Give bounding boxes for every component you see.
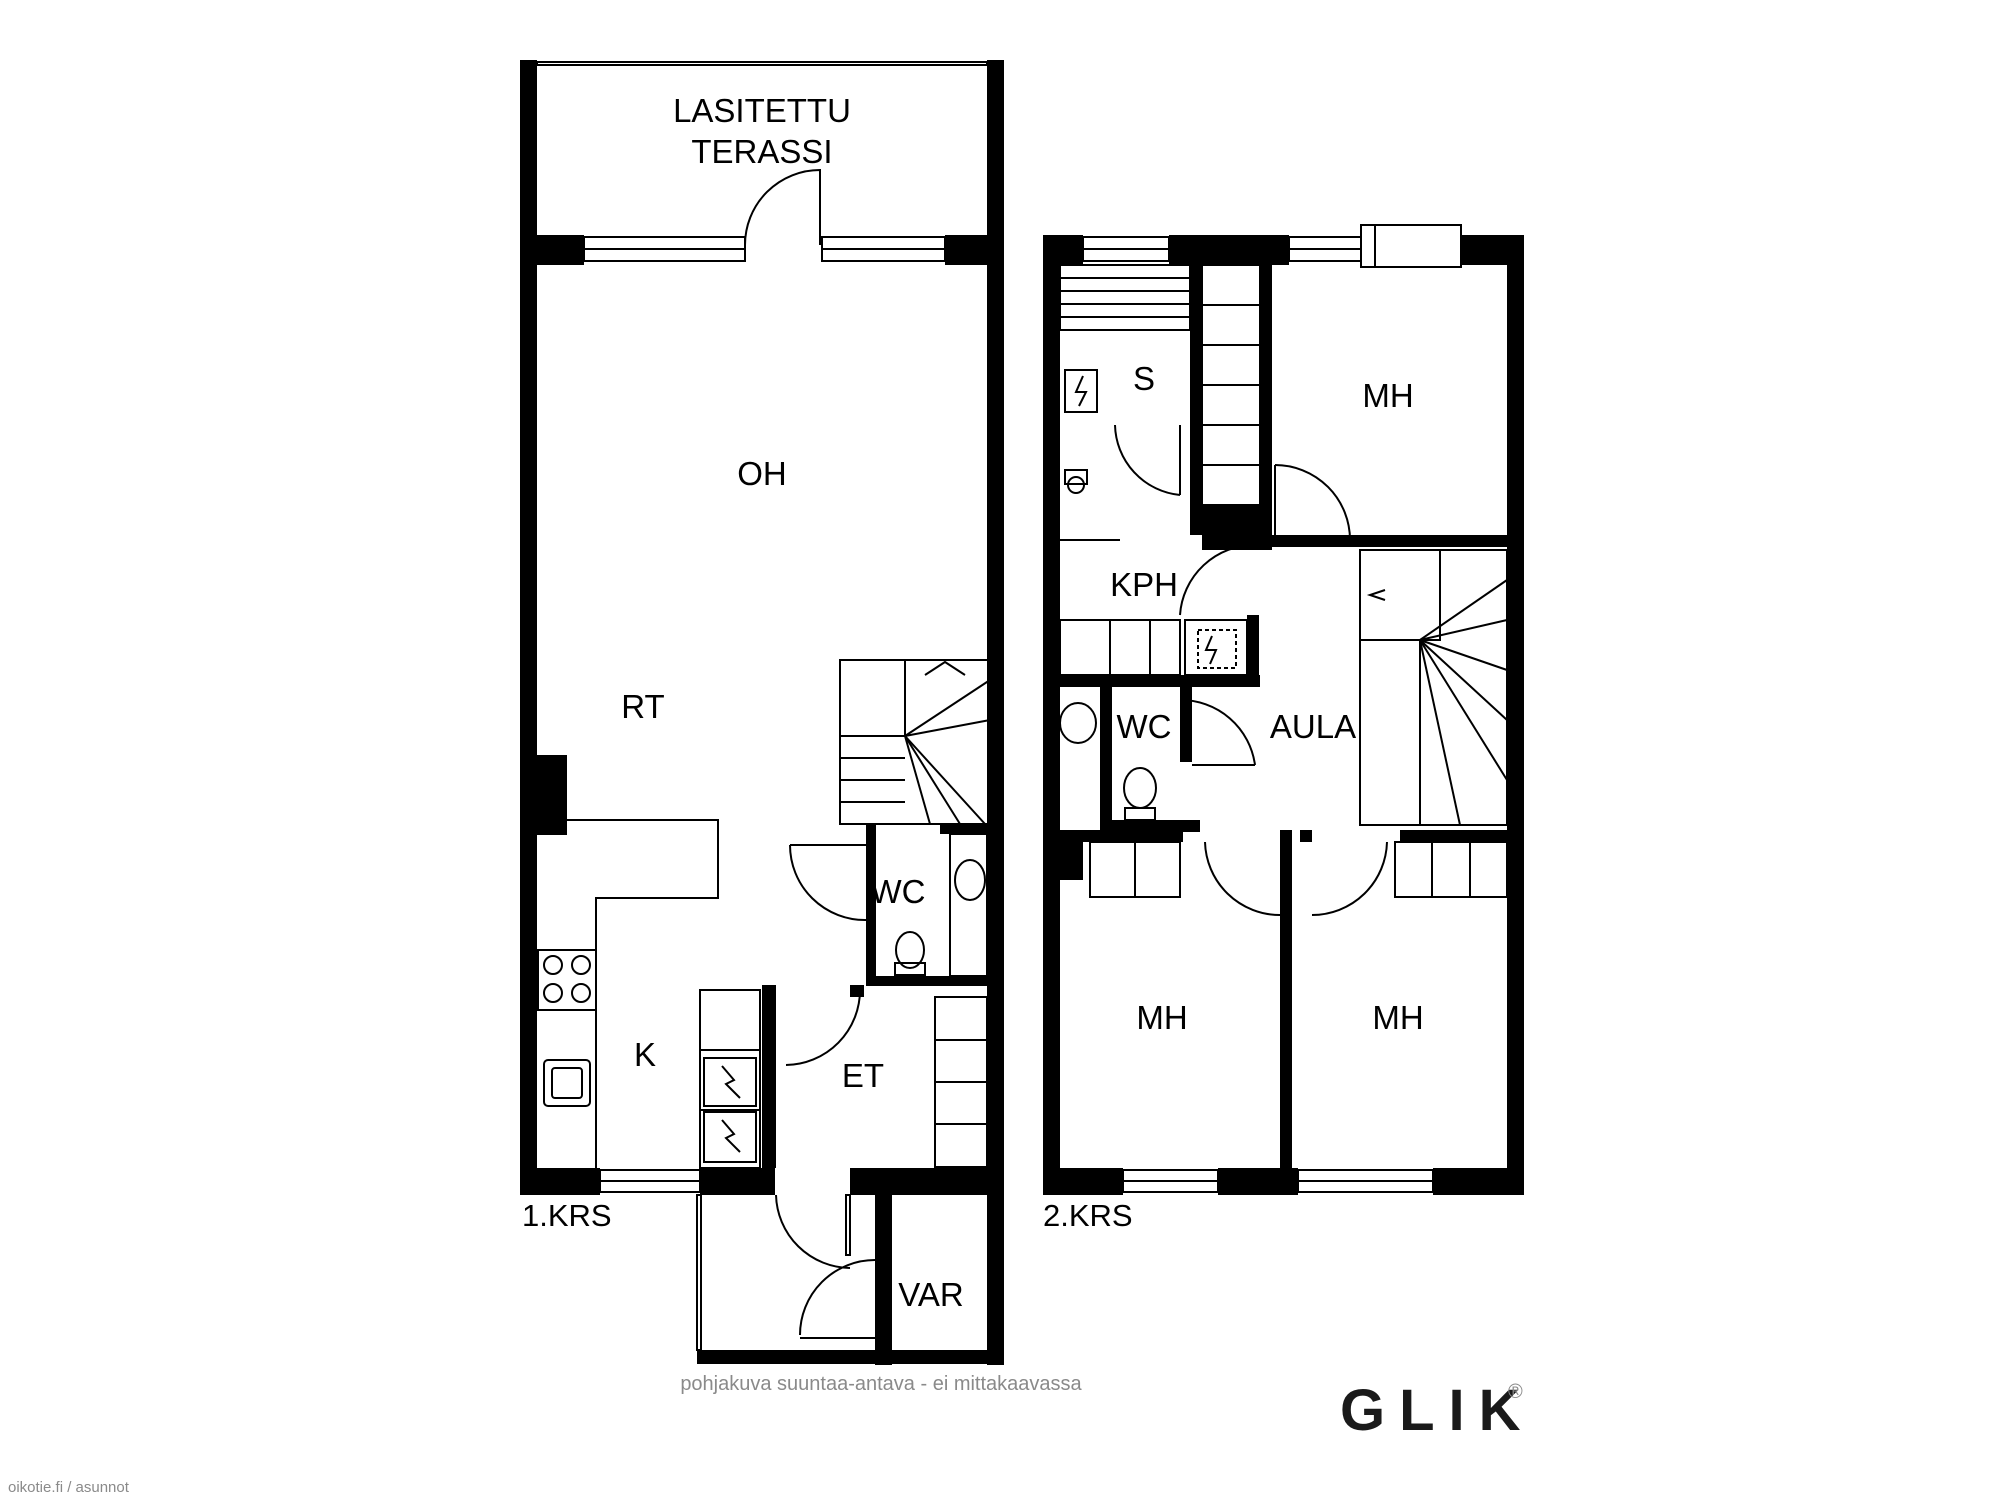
footer-note: pohjakuva suuntaa-antava - ei mittakaava… [680, 1373, 1082, 1395]
label-var: VAR [898, 1276, 963, 1313]
label-floor-second: 2.KRS [1043, 1198, 1133, 1233]
label-wc-first: WC [871, 873, 926, 910]
label-s: S [1133, 360, 1155, 397]
brand-logo: GLIK [1340, 1378, 1535, 1443]
label-floor-first: 1.KRS [522, 1198, 612, 1233]
label-kph: KPH [1110, 566, 1178, 603]
watermark: oikotie.fi / asunnot [8, 1479, 130, 1496]
label-k: K [634, 1036, 656, 1073]
label-terrace-line2: TERASSI [691, 133, 832, 170]
label-rt: RT [621, 688, 664, 725]
label-wc-second: WC [1117, 708, 1172, 745]
second-floor [1043, 224, 1524, 1195]
label-mh-left: MH [1136, 999, 1187, 1036]
label-mh-top: MH [1362, 377, 1413, 414]
brand-registered: ® [1508, 1381, 1523, 1403]
label-terrace-line1: LASITETTU [673, 92, 851, 129]
label-aula: AULA [1270, 708, 1356, 745]
label-et: ET [842, 1057, 884, 1094]
label-mh-right: MH [1372, 999, 1423, 1036]
label-oh: OH [737, 455, 787, 492]
first-floor [520, 60, 1004, 1365]
